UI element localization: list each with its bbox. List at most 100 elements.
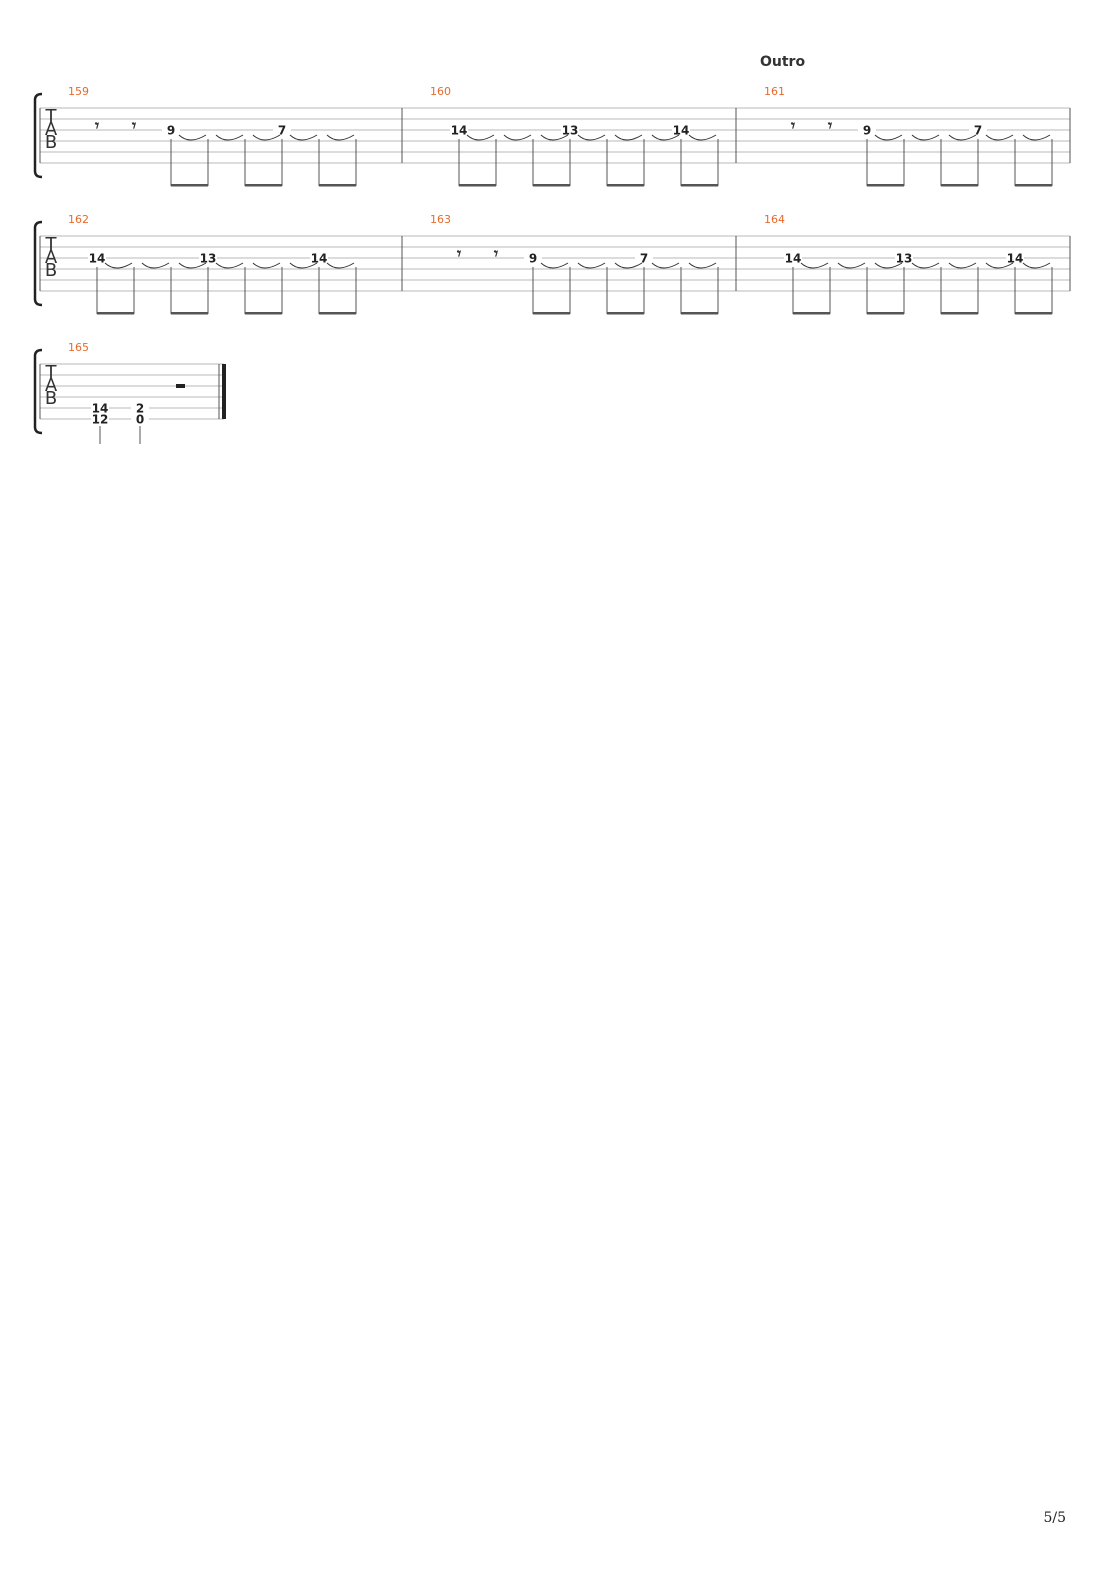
fret-mask xyxy=(91,402,109,414)
note-beam xyxy=(171,184,208,187)
page-number: 5/5 xyxy=(1043,1510,1066,1526)
fret-mask xyxy=(88,252,106,264)
fret-mask xyxy=(310,252,328,264)
tie-arc xyxy=(540,262,569,269)
half-rest xyxy=(176,384,185,388)
tie-arc xyxy=(800,262,829,269)
tie-arc xyxy=(1022,134,1051,141)
tab-clef-b: B xyxy=(45,132,57,153)
tie-arc xyxy=(911,134,940,141)
fret-number: 7 xyxy=(974,124,982,138)
tie-arc xyxy=(874,262,903,269)
fret-number: 7 xyxy=(640,252,648,266)
note-beam xyxy=(867,312,904,315)
fret-mask xyxy=(969,124,987,136)
tie-arc xyxy=(874,134,903,141)
tab-clef-b: B xyxy=(45,260,57,281)
tie-arc xyxy=(577,262,606,269)
measure-number: 163 xyxy=(430,213,451,226)
measure-number: 164 xyxy=(764,213,785,226)
tie-arc xyxy=(252,134,281,141)
tab-clef-t: T xyxy=(45,106,58,127)
tie-arc xyxy=(178,262,207,269)
note-beam xyxy=(171,312,208,315)
fret-mask xyxy=(672,124,690,136)
tie-arc xyxy=(503,134,532,141)
measure-number: 161 xyxy=(764,85,785,98)
fret-mask xyxy=(784,252,802,264)
eighth-rest: 𝄾 xyxy=(827,116,833,135)
fret-mask xyxy=(524,252,542,264)
note-beam xyxy=(319,312,356,315)
system-bracket xyxy=(33,348,43,435)
note-beam xyxy=(867,184,904,187)
tie-arc xyxy=(837,262,866,269)
tie-arc xyxy=(178,134,207,141)
note-beam xyxy=(533,184,570,187)
system-bracket xyxy=(33,92,43,179)
tie-arc xyxy=(985,134,1014,141)
tie-arc xyxy=(948,134,977,141)
note-beam xyxy=(245,312,282,315)
fret-mask xyxy=(131,413,149,425)
fret-number: 9 xyxy=(167,124,175,138)
fret-mask xyxy=(561,124,579,136)
fret-number: 2 xyxy=(136,402,144,416)
final-barline xyxy=(222,364,226,419)
fret-mask xyxy=(162,124,180,136)
note-beam xyxy=(319,184,356,187)
note-beam xyxy=(607,312,644,315)
fret-number: 14 xyxy=(92,402,109,416)
tie-arc xyxy=(948,262,977,269)
tab-clef-t: T xyxy=(45,362,58,383)
fret-mask xyxy=(895,252,913,264)
tie-arc xyxy=(326,134,355,141)
fret-number: 14 xyxy=(451,124,468,138)
tab-clef-t: T xyxy=(45,234,58,255)
eighth-rest: 𝄾 xyxy=(493,244,499,263)
tie-arc xyxy=(289,262,318,269)
note-beam xyxy=(1015,184,1052,187)
note-beam xyxy=(1015,312,1052,315)
tie-arc xyxy=(1022,262,1051,269)
tie-arc xyxy=(651,262,680,269)
fret-number: 12 xyxy=(92,413,109,427)
fret-mask xyxy=(199,252,217,264)
note-beam xyxy=(97,312,134,315)
tie-arc xyxy=(985,262,1014,269)
tie-arc xyxy=(252,262,281,269)
fret-mask xyxy=(1006,252,1024,264)
tie-arc xyxy=(104,262,133,269)
fret-number: 7 xyxy=(278,124,286,138)
section-label-outro: Outro xyxy=(760,54,806,70)
tie-arc xyxy=(911,262,940,269)
tie-arc xyxy=(215,262,244,269)
tie-arc xyxy=(326,262,355,269)
note-beam xyxy=(533,312,570,315)
note-beam xyxy=(681,184,718,187)
tie-arc xyxy=(466,134,495,141)
system-bracket xyxy=(33,220,43,307)
note-beam xyxy=(681,312,718,315)
fret-number: 9 xyxy=(863,124,871,138)
tab-clef-b: B xyxy=(45,388,57,409)
note-beam xyxy=(607,184,644,187)
fret-number: 9 xyxy=(529,252,537,266)
tie-arc xyxy=(577,134,606,141)
fret-mask xyxy=(131,402,149,414)
fret-mask xyxy=(450,124,468,136)
note-beam xyxy=(941,312,978,315)
fret-number: 14 xyxy=(785,252,802,266)
tab-clef-a: A xyxy=(45,247,58,268)
fret-mask xyxy=(91,413,109,425)
tie-arc xyxy=(289,134,318,141)
eighth-rest: 𝄾 xyxy=(456,244,462,263)
eighth-rest: 𝄾 xyxy=(94,116,100,135)
fret-number: 13 xyxy=(562,124,579,138)
note-beam xyxy=(459,184,496,187)
measure-number: 159 xyxy=(68,85,89,98)
fret-number: 14 xyxy=(311,252,328,266)
tie-arc xyxy=(141,262,170,269)
fret-number: 14 xyxy=(89,252,106,266)
measure-number: 165 xyxy=(68,341,89,354)
